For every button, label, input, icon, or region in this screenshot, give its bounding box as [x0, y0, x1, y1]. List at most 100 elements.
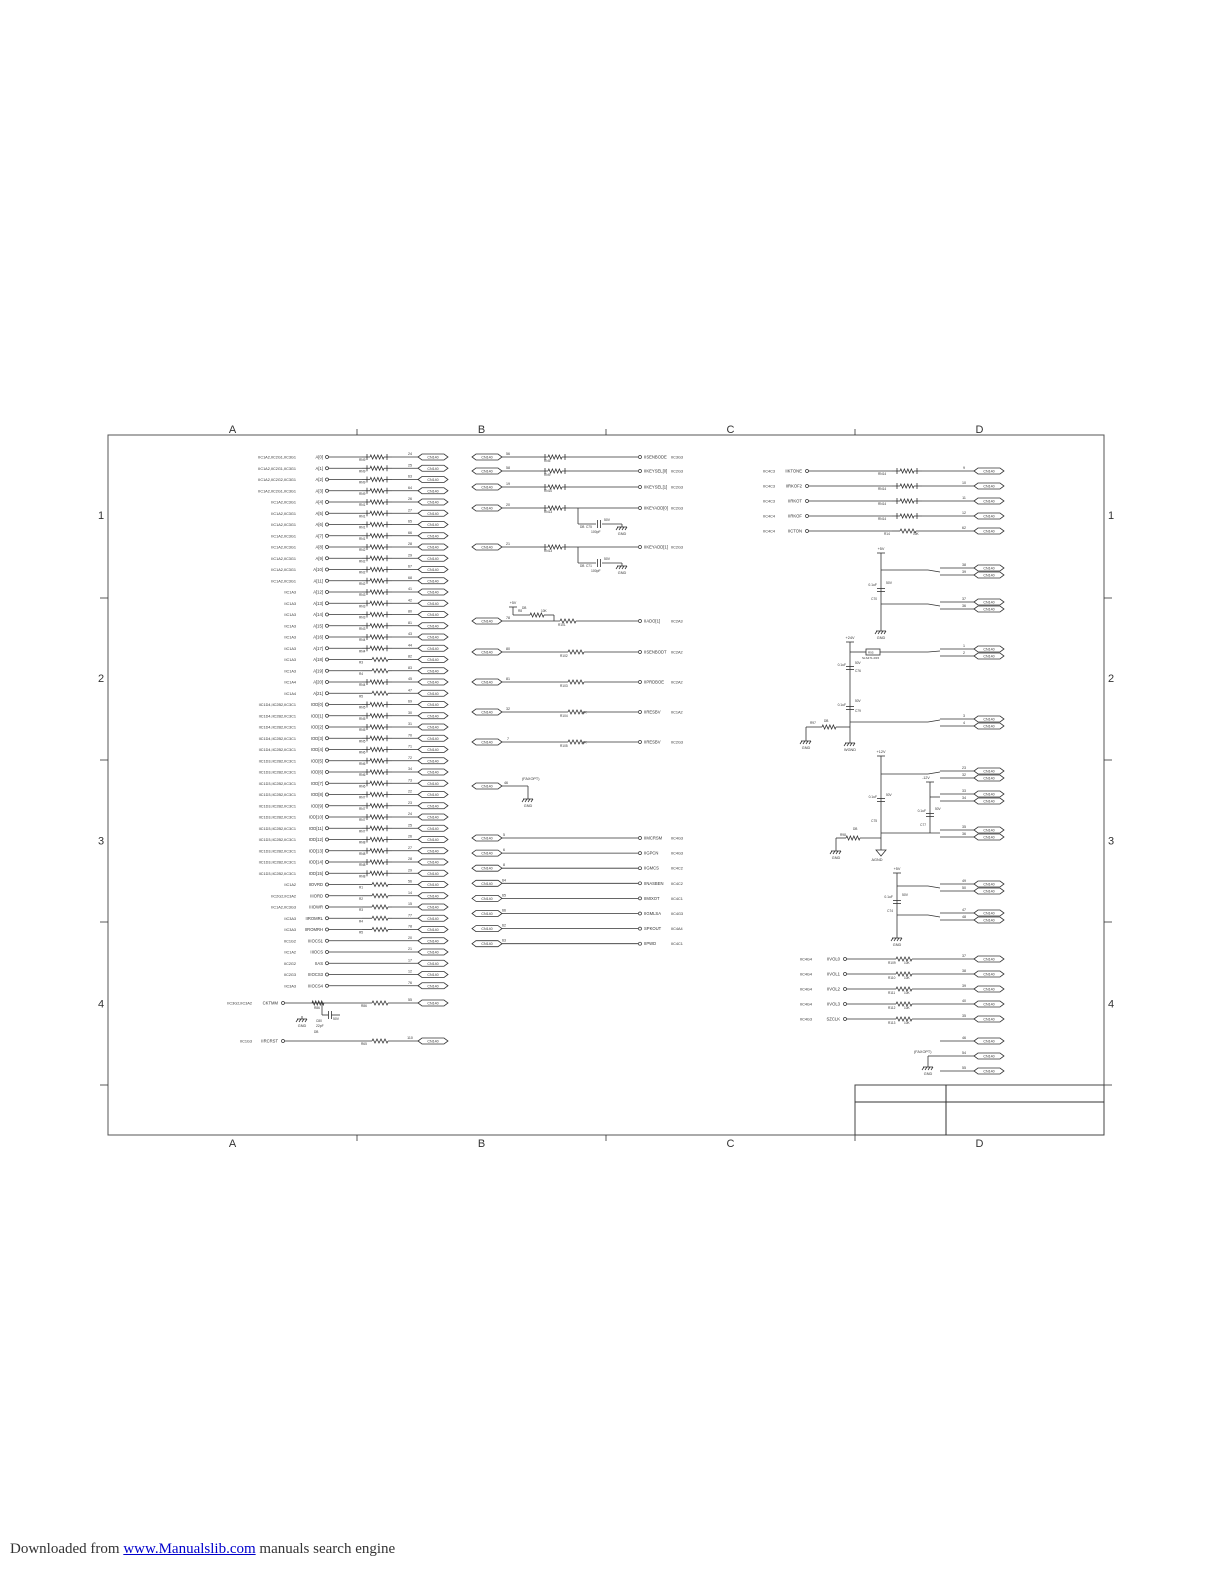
connector-flag [417, 644, 449, 652]
connector-label: CN140 [481, 741, 492, 745]
resistor-network [362, 746, 392, 753]
ground-hatch [924, 1066, 928, 1071]
resistor-network [362, 499, 392, 505]
row-zone-label: 2 [1108, 673, 1114, 685]
port-terminal [325, 545, 329, 549]
pin-number: 14 [408, 891, 412, 895]
signal-name: IOD[7] [311, 781, 323, 786]
connector-label: CN140 [427, 512, 438, 516]
connector-label: CN140 [983, 515, 994, 519]
resistor-element [369, 611, 385, 618]
connector-flag [417, 999, 449, 1007]
resistor-element [369, 532, 385, 539]
signal-reference: IIC1A3 [284, 636, 296, 640]
signal-reference: IIC2A3 [671, 620, 683, 624]
ground-hatch [927, 1066, 931, 1071]
port-terminal [638, 545, 642, 549]
connector-flag [973, 467, 1005, 475]
connector-label: CN140 [481, 620, 492, 624]
pin-number: 6 [503, 848, 505, 852]
connector-label: CN140 [983, 601, 994, 605]
signal-reference: IIC1G3 [240, 1040, 252, 1044]
signal-name: IOD[1] [311, 713, 323, 718]
connector-label: CN140 [427, 726, 438, 730]
connector-label: CN140 [427, 861, 438, 865]
signal-name: IIIOCS4 [308, 983, 324, 988]
connector-flag [417, 611, 449, 618]
signal-name: IIGMCS [644, 866, 659, 871]
port-terminal [325, 635, 329, 639]
ground-hatch [808, 740, 812, 745]
ground-hatch [893, 937, 897, 942]
connector-label: CN140 [983, 919, 994, 923]
resistor-designator: R86 [314, 1006, 320, 1010]
capacitor-designator: C80 [316, 1019, 322, 1023]
signal-name: A[10] [313, 567, 323, 572]
signal-name: A[20] [313, 680, 323, 685]
resistor [559, 618, 577, 624]
control-row-iikeyadd0: CN14020RN13GNDC75100pF50VDBIIKEYADD[0]II… [471, 503, 683, 536]
signal-reference: IIC4G3 [671, 837, 683, 841]
resistor-designator: RN7 [359, 818, 366, 822]
connector-flag [417, 903, 449, 911]
connector-label: CN140 [983, 567, 994, 571]
pin-number: 9 [963, 466, 965, 470]
resistor-element [369, 735, 385, 742]
port-terminal [325, 646, 329, 651]
resistor-designator: R4 [359, 672, 363, 676]
port-terminal [638, 911, 642, 916]
signal-reference: IIC1D3,IIC2B2,IIC3C1 [259, 838, 296, 842]
ground-hatch [805, 740, 809, 745]
ground-hatch [877, 630, 881, 635]
port-terminal [638, 455, 642, 459]
signal-reference: IIC2G3 [284, 973, 296, 977]
port-terminal [325, 815, 329, 819]
manualslib-link[interactable]: www.Manualslib.com [123, 1541, 256, 1557]
connector-label: CN140 [983, 1070, 994, 1074]
resistor-designator: RN5 [359, 706, 366, 710]
port-terminal [638, 851, 642, 855]
connector-flag [973, 1015, 1005, 1023]
connector-label: CN140 [983, 883, 994, 887]
signal-reference: IIC4C4 [763, 530, 775, 534]
resistor-element [547, 468, 563, 474]
resistor-designator: RN2 [359, 571, 366, 575]
resistor-designator: RN3 [359, 616, 366, 620]
resistor-designator: RN14 [878, 487, 886, 491]
port-terminal [325, 792, 329, 797]
pin-number: 37 [962, 954, 966, 958]
resistor-designator: RN13 [544, 510, 552, 514]
port-terminal [325, 848, 329, 853]
ground-label: WGND [844, 748, 856, 752]
signal-name: IIIOCS3 [308, 972, 324, 977]
port-terminal [325, 668, 329, 673]
signal-name: A[5] [316, 511, 323, 516]
connector-label: CN140 [427, 827, 438, 831]
wire [927, 719, 941, 723]
pin-number: 34 [962, 796, 966, 800]
signal-name: IIMIXOT [644, 896, 660, 901]
connector-flag [417, 802, 449, 810]
resistor-designator: RN6 [359, 751, 366, 755]
resistor-element [369, 577, 385, 584]
port-terminal [843, 972, 847, 976]
connector-flag [973, 722, 1005, 730]
connector-label: CN140 [983, 973, 994, 977]
signal-name: IIPWD [644, 941, 656, 946]
connector-flag [417, 656, 449, 663]
signal-reference: IIC1D3,IIC2B2,IIC3C1 [259, 827, 296, 831]
resistor-network [362, 577, 392, 584]
connector-flag [417, 746, 449, 753]
signal-reference: IIC2A2 [671, 681, 683, 685]
resistor [567, 649, 585, 655]
